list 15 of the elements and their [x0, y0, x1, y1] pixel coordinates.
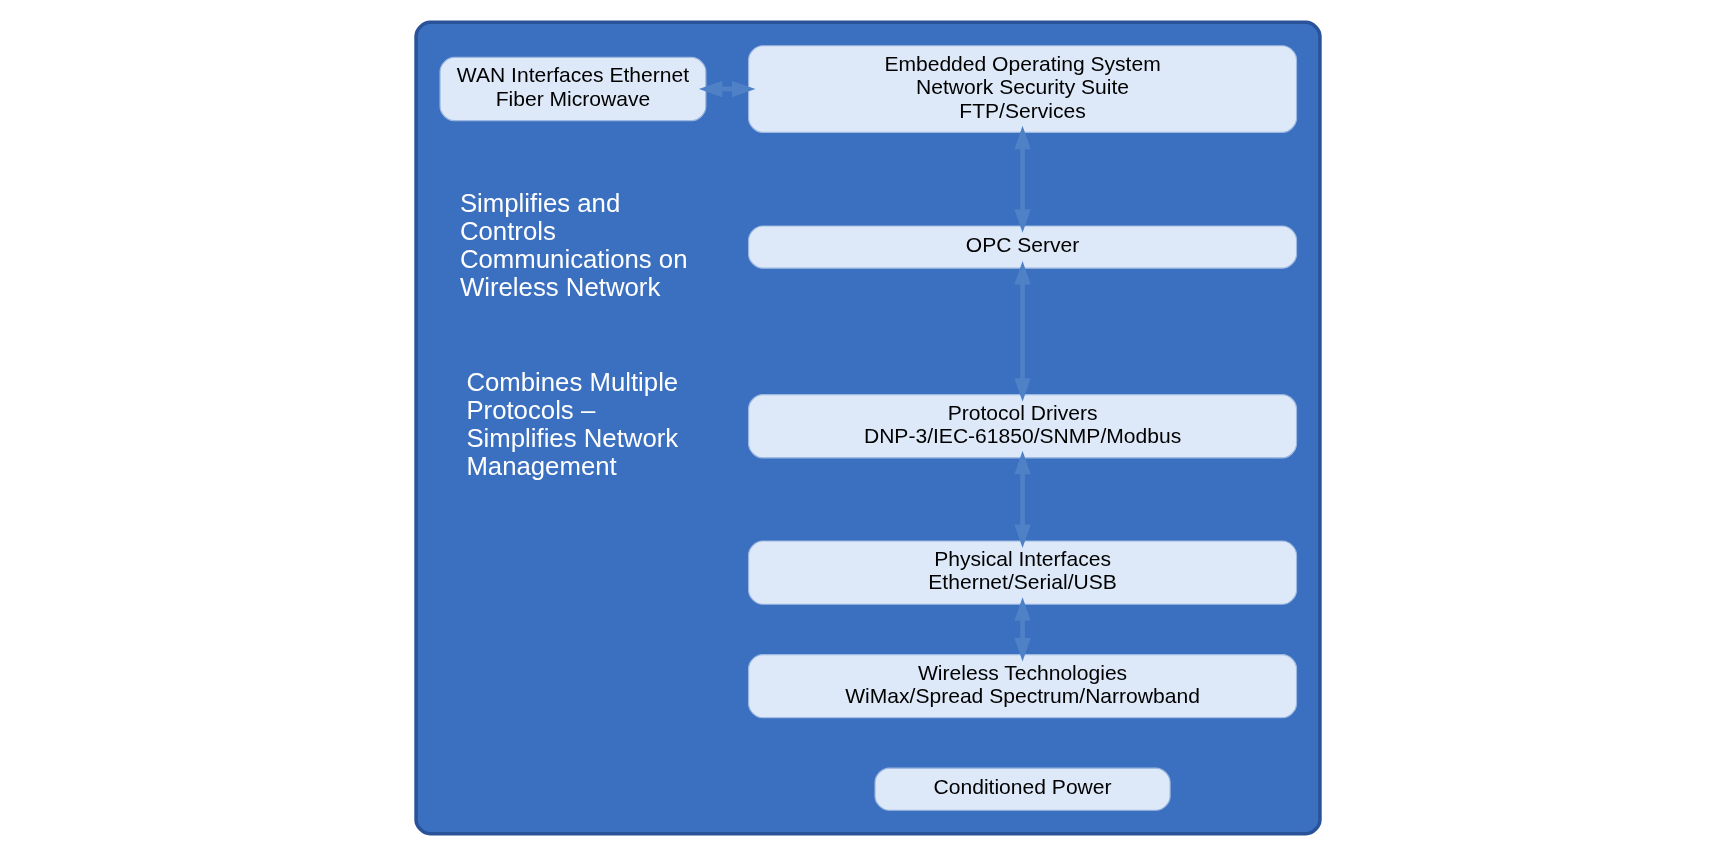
- arrow: [1014, 450, 1031, 548]
- node-box: Protocol Drivers DNP-3/IEC-61850/SNMP/Modbus: [748, 394, 1298, 459]
- node-box: Physical Interfaces Ethernet/Serial/USB: [748, 540, 1298, 605]
- node-box: WAN Interfaces Ethernet Fiber Microwave: [439, 56, 707, 122]
- node-box: Wireless Technologies WiMax/Spread Spectrum/Narrowband: [748, 653, 1298, 719]
- node-box: OPC Server: [748, 225, 1298, 269]
- arrow: [1014, 597, 1031, 662]
- arrow: [698, 80, 756, 98]
- arrow: [1014, 125, 1031, 233]
- arrow: [1014, 261, 1031, 402]
- label: Combines Multiple Protocols – Simplifies Network Management: [466, 367, 679, 480]
- label: Simplifies and Controls Communications on Wireless Network: [459, 188, 688, 301]
- cluster: [414, 20, 1322, 836]
- node-box: Conditioned Power: [874, 767, 1171, 811]
- node-box: Embedded Operating System Network Security Suite FTP/Services: [748, 45, 1298, 133]
